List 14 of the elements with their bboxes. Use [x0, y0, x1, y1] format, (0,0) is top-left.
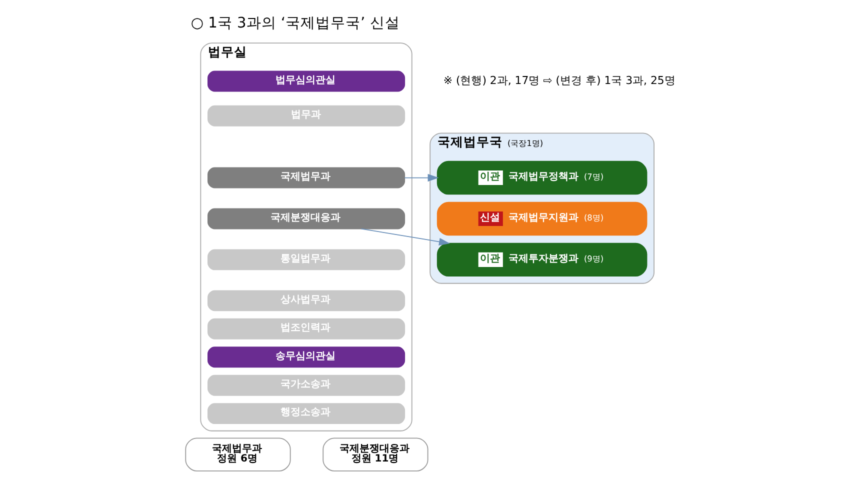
node-box: 이관 국제법무정책과 (7명)	[436, 160, 648, 195]
node-box: 법무심의관실	[207, 70, 406, 92]
node-box: 이관 국제투자분쟁과 (9명)	[436, 242, 648, 277]
node-box: 국제법무과	[207, 167, 406, 188]
arrow	[360, 228, 450, 246]
node-box: 신설 국제법무지원과 (8명)	[436, 202, 648, 236]
node-box: 국제법무과 정원 6명	[185, 438, 291, 472]
arrow	[404, 174, 439, 182]
node-box: 송무심의관실	[207, 346, 406, 368]
node-box: 국제분쟁대응과 정원 11명	[322, 438, 428, 472]
diagram-title: ○ 1국 3과의 ‘국제법무국’ 신설	[190, 14, 400, 32]
label: ※ (현행) 2과, 17명 ⇨ (변경 후) 1국 3과, 25명	[443, 74, 676, 88]
node-box: 국제분쟁대응과	[207, 208, 406, 230]
node-label: (국장1명)	[507, 138, 544, 148]
